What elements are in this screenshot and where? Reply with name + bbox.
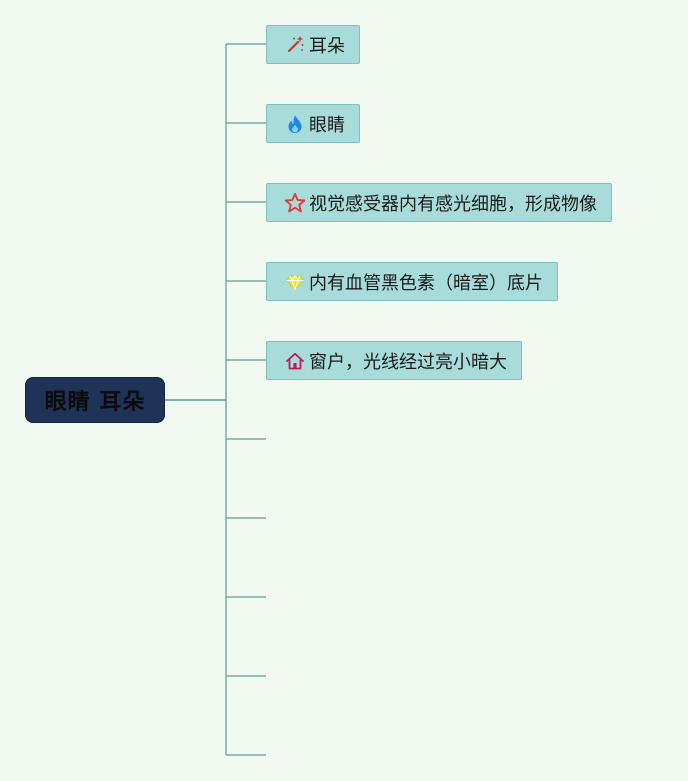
- home-icon: [284, 350, 306, 372]
- topic-blood-vessels[interactable]: 内有血管黑色素（暗室）底片: [266, 262, 558, 301]
- topic-ears[interactable]: 耳朵: [266, 25, 360, 64]
- root-topic[interactable]: 眼睛 耳朵: [25, 377, 165, 423]
- topic-label: 窗户，光线经过亮小暗大: [309, 351, 507, 373]
- topic-eyes[interactable]: 眼睛: [266, 104, 360, 143]
- topic-visual-receptor[interactable]: 视觉感受器内有感光细胞，形成物像: [266, 183, 612, 222]
- star-icon: [284, 192, 306, 214]
- topic-label: 眼睛: [309, 114, 345, 136]
- magic-wand-icon: [284, 34, 306, 56]
- fire-icon: [284, 113, 306, 135]
- topic-label: 内有血管黑色素（暗室）底片: [309, 272, 543, 294]
- topic-label: 耳朵: [309, 35, 345, 57]
- diamond-icon: [284, 271, 306, 293]
- topic-label: 视觉感受器内有感光细胞，形成物像: [309, 193, 597, 215]
- root-topic-label: 眼睛 耳朵: [44, 390, 146, 415]
- topic-window[interactable]: 窗户，光线经过亮小暗大: [266, 341, 522, 380]
